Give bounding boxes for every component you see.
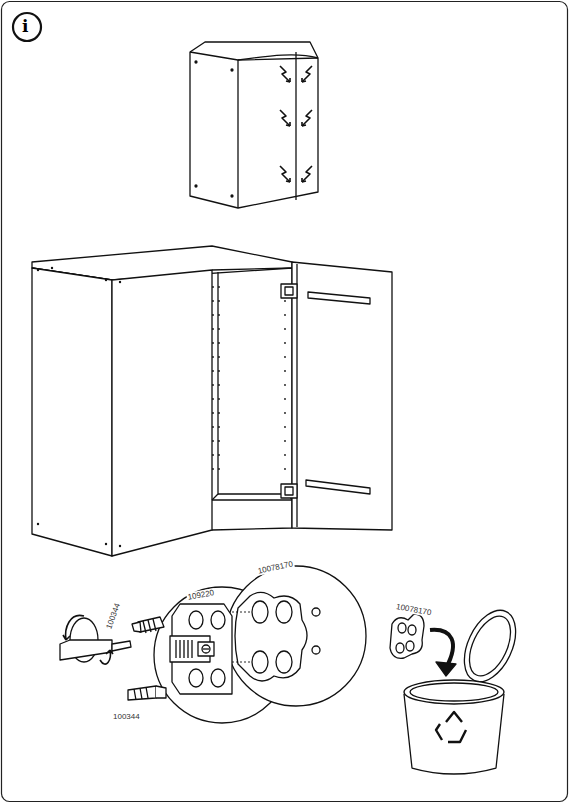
corner-cabinet-main — [32, 246, 392, 556]
hinge-detail — [60, 566, 366, 723]
part-number: 100344 — [104, 601, 122, 631]
info-icon-letter: i — [21, 17, 29, 35]
recycle-bin — [390, 602, 526, 774]
corner-cabinet-small — [190, 42, 318, 208]
part-number: 100344 — [112, 712, 141, 721]
